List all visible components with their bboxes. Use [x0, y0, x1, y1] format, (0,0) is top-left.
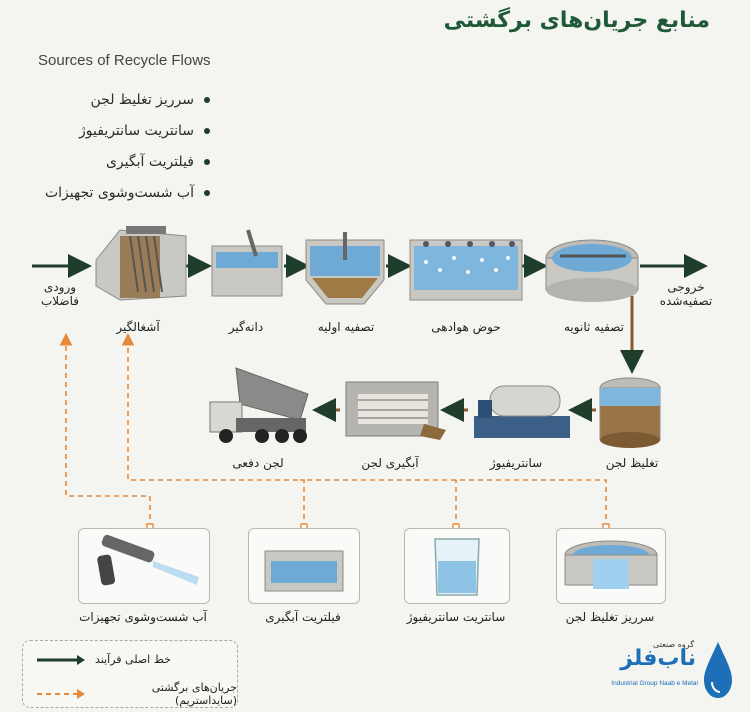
primary-clarifier-icon [305, 232, 385, 305]
label-aeration-tank: حوض هوادهی [431, 320, 501, 334]
bullet-icon [204, 127, 210, 134]
list-item: سرریز تغلیظ لجن [40, 84, 210, 115]
recycle-sources-list: سرریز تغلیظ لجن سانتریت سانتریفیوژ فیلتر… [40, 84, 210, 208]
secondary-clarifier-icon [545, 239, 639, 302]
dump-truck-icon [209, 367, 309, 443]
source-card-wash [78, 528, 210, 604]
source-card-filtrate [248, 528, 360, 604]
page-subtitle: Sources of Recycle Flows [38, 52, 211, 69]
recycle-overflow [300, 479, 607, 528]
bullet-icon [204, 96, 210, 103]
legend: خط اصلی فرآیند جریان‌های برگشتی (سایداست… [22, 640, 238, 708]
pressure-washer-icon [97, 534, 199, 586]
label-sludge-thickening: تغلیظ لجن [605, 456, 659, 470]
recycle-filtrate-to-screen [121, 332, 305, 528]
company-logo: گروه صنعتی ناب‌فلز Industrial Group Naab… [586, 636, 736, 706]
source-card-centrate [404, 528, 510, 604]
list-item: فیلتریت آبگیری [40, 146, 210, 177]
source-card-overflow [556, 528, 666, 604]
main-flow-arrows [32, 254, 708, 422]
label-inlet: ورودی فاضلاب [40, 280, 80, 308]
list-item: سانتریت سانتریفیوژ [40, 115, 210, 146]
label-sludge-disposal: لجن دفعی [232, 456, 284, 470]
solid-arrow-icon [37, 654, 85, 665]
centrifuge-icon [474, 385, 570, 438]
overflow-weir-icon [564, 540, 658, 589]
recycle-wash-to-inlet [59, 332, 151, 528]
legend-main-line: خط اصلی فرآیند [35, 653, 171, 666]
label-outlet: خروجی تصفیه‌شده [659, 280, 713, 308]
beaker-icon [434, 538, 480, 596]
label-secondary-treatment: تصفیه ثانویه [564, 320, 624, 334]
label-primary-treatment: تصفیه اولیه [317, 320, 375, 334]
label-source-centrate: سانتریت سانتریفیوژ [406, 610, 506, 624]
legend-recycle-line: جریان‌های برگشتی (سایداستریم) [35, 681, 237, 707]
recycle-flow-lines [59, 332, 607, 528]
label-source-overflow: سرریز تغلیظ لجن [565, 610, 655, 624]
sludge-thickener-icon [599, 377, 661, 448]
bullet-icon [204, 158, 210, 165]
belt-press-icon [345, 381, 446, 440]
label-dewatering: آبگیری لجن [361, 456, 419, 470]
label-centrifuge: سانتریفیوژ [489, 456, 543, 470]
bullet-icon [204, 189, 210, 196]
label-grit-chamber: دانه‌گیر [228, 320, 264, 334]
page-title: منابع جریان‌های برگشتی [443, 8, 710, 33]
dashed-arrow-icon [37, 689, 85, 699]
list-item: آب شست‌وشوی تجهیزات [40, 177, 210, 208]
label-source-wash: آب شست‌وشوی تجهیزات [79, 610, 207, 624]
label-screen: آشغالگیر [116, 320, 160, 334]
aeration-tank-icon [409, 239, 523, 301]
water-drop-icon [704, 642, 732, 698]
grit-chamber-icon [211, 229, 283, 297]
filtrate-basin-icon [264, 550, 344, 592]
bar-screen-icon [95, 226, 187, 301]
label-source-filtrate: فیلتریت آبگیری [265, 610, 341, 624]
